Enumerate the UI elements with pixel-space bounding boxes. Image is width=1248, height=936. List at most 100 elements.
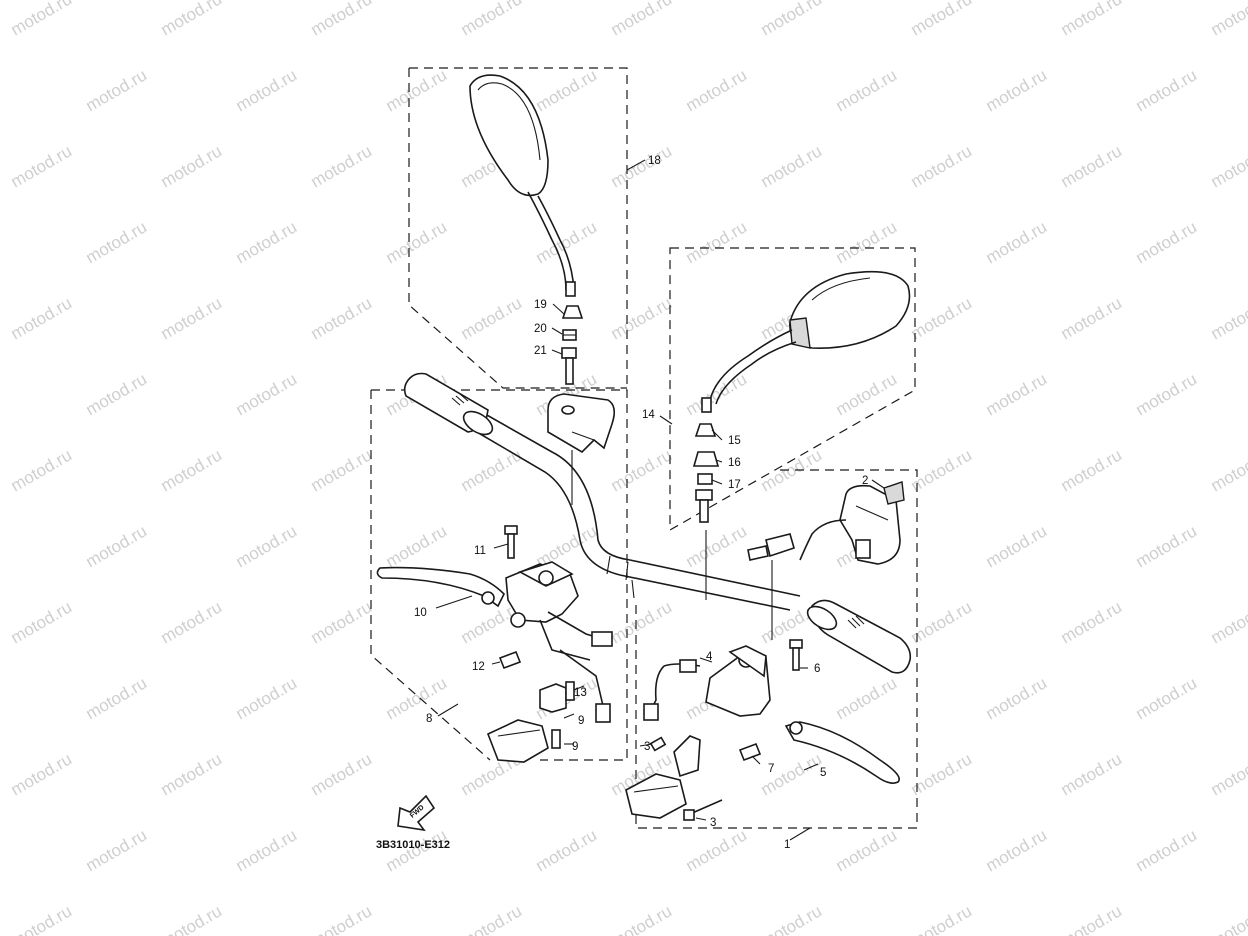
left-turn-signal-switch	[486, 683, 567, 763]
watermark-text: motod.ru	[83, 369, 151, 419]
right-lever-5	[784, 721, 900, 784]
screw-3a	[649, 736, 667, 752]
watermark-text: motod.ru	[158, 293, 226, 343]
left-mirror	[469, 74, 576, 297]
watermark-text: motod.ru	[308, 597, 376, 647]
watermark-text: motod.ru	[158, 0, 226, 39]
watermark-text: motod.ru	[683, 825, 751, 875]
part-label-21: 21	[534, 345, 547, 357]
left-master-cylinder	[505, 561, 613, 723]
watermark-text: motod.ru	[8, 597, 76, 647]
watermark-text: motod.ru	[83, 673, 151, 723]
watermark-text: motod.ru	[683, 369, 751, 419]
watermark-text: motod.ru	[1208, 597, 1248, 647]
watermark-text: motod.ru	[1133, 521, 1201, 571]
part-label-15: 15	[728, 435, 741, 447]
right-grip	[806, 599, 912, 674]
watermark-text: motod.ru	[758, 141, 826, 191]
watermark-text: motod.ru	[608, 901, 676, 936]
watermark-text: motod.ru	[533, 65, 601, 115]
watermark-text: motod.ru	[1133, 673, 1201, 723]
watermark-text: motod.ru	[233, 521, 301, 571]
part-label-6: 6	[814, 663, 820, 675]
watermark-text: motod.ru	[8, 901, 76, 936]
watermark-text: motod.ru	[458, 445, 526, 495]
mirror-nut-20	[562, 329, 577, 341]
watermark-text: motod.ru	[308, 0, 376, 39]
watermark-text: motod.ru	[683, 65, 751, 115]
right-turn-signal-switch	[625, 735, 701, 819]
screw-3b	[683, 799, 723, 821]
watermark-text: motod.ru	[1133, 825, 1201, 875]
part-label-3a: 3	[644, 741, 650, 753]
part-label-16: 16	[728, 457, 741, 469]
watermark-text: motod.ru	[158, 749, 226, 799]
watermark-text: motod.ru	[983, 369, 1051, 419]
watermark-text: motod.ru	[833, 65, 901, 115]
watermark-text: motod.ru	[983, 521, 1051, 571]
watermark-text: motod.ru	[1208, 293, 1248, 343]
watermark-text: motod.ru	[1133, 65, 1201, 115]
left-bolt-11	[504, 525, 518, 559]
watermark-text: motod.ru	[908, 0, 976, 39]
watermark-text: motod.ru	[683, 217, 751, 267]
watermark-text: motod.ru	[908, 445, 976, 495]
watermark-text: motod.ru	[1208, 749, 1248, 799]
watermark-text: motod.ru	[233, 673, 301, 723]
watermark-text: motod.ru	[758, 0, 826, 39]
part-label-5: 5	[820, 767, 826, 779]
part-label-7: 7	[768, 763, 774, 775]
watermark-text: motod.ru	[1058, 0, 1126, 39]
part-label-10: 10	[414, 607, 427, 619]
part-label-18: 18	[648, 155, 661, 167]
mirror-adapter-19	[561, 305, 584, 319]
watermark-text: motod.ru	[383, 673, 451, 723]
part-label-9b: 9	[572, 741, 578, 753]
part-label-8: 8	[426, 713, 432, 725]
watermark-text: motod.ru	[533, 521, 601, 571]
watermark-text: motod.ru	[8, 749, 76, 799]
watermark-text: motod.ru	[158, 445, 226, 495]
watermark-text: motod.ru	[233, 217, 301, 267]
watermark-text: motod.ru	[1208, 901, 1248, 936]
reference-code: 3B31010-E312	[376, 839, 450, 851]
right-handlebar-switch	[747, 481, 905, 565]
watermark-text: motod.ru	[608, 293, 676, 343]
watermark-text: motod.ru	[1208, 445, 1248, 495]
watermark-text: motod.ru	[83, 521, 151, 571]
watermark-text: motod.ru	[608, 0, 676, 39]
watermark-text: motod.ru	[1058, 445, 1126, 495]
part-label-4: 4	[706, 651, 713, 663]
watermark-text: motod.ru	[608, 445, 676, 495]
watermark-text: motod.ru	[908, 901, 976, 936]
watermark-text: motod.ru	[1058, 597, 1126, 647]
watermark-text: motod.ru	[533, 825, 601, 875]
watermark-text: motod.ru	[1133, 217, 1201, 267]
watermark-text: motod.ru	[983, 217, 1051, 267]
mirror-nut-17	[695, 473, 713, 523]
watermark-text: motod.ru	[8, 0, 76, 39]
part-label-1: 1	[784, 839, 790, 851]
watermark-text: motod.ru	[158, 597, 226, 647]
watermark-text: motod.ru	[1058, 749, 1126, 799]
watermark-text: motod.ru	[983, 673, 1051, 723]
watermark-text: motod.ru	[458, 0, 526, 39]
watermark-text: motod.ru	[233, 65, 301, 115]
watermark-text: motod.ru	[908, 293, 976, 343]
watermark-text: motod.ru	[833, 825, 901, 875]
left-grip	[403, 372, 494, 436]
handlebar	[469, 409, 801, 611]
watermark-text: motod.ru	[1058, 141, 1126, 191]
left-holder-clamp	[547, 393, 616, 454]
mirror-adapter-15	[694, 423, 717, 437]
part-label-9a: 9	[578, 715, 584, 727]
watermark-text: motod.ru	[833, 673, 901, 723]
watermark-text: motod.ru	[983, 825, 1051, 875]
watermark-text: motod.ru	[158, 141, 226, 191]
watermark-text: motod.ru	[833, 369, 901, 419]
watermark-text: motod.ru	[308, 445, 376, 495]
watermark-text: motod.ru	[908, 141, 976, 191]
watermark-text: motod.ru	[458, 901, 526, 936]
watermark-text: motod.ru	[683, 521, 751, 571]
